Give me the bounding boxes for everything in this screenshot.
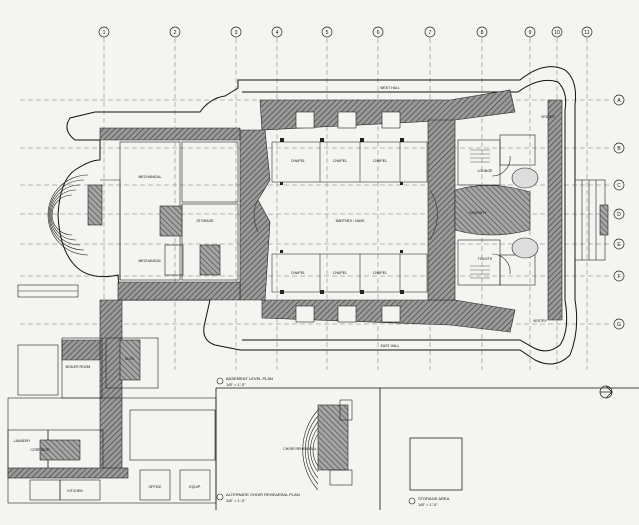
alternate-choir-plan	[302, 399, 353, 491]
grid-label-f: F	[617, 274, 620, 280]
label-nave: NARTHEX / NAVE	[336, 219, 366, 223]
label-office: OFFICE	[149, 485, 162, 489]
grid-label-8: 8	[481, 30, 484, 36]
storage-area-detail	[409, 437, 463, 491]
label-mechanical: MECHANICAL	[139, 175, 162, 179]
label-kitchen: KITCHEN	[67, 489, 83, 493]
label-lounge: LOUNGE	[478, 169, 493, 173]
label-chapel-2: CHAPEL	[333, 159, 347, 163]
grid-bubbles-top	[98, 26, 593, 38]
label-boiler: BOILER ROOM	[66, 365, 91, 369]
label-laundry: LAUNDRY	[14, 439, 31, 443]
north-arrow-icon	[599, 385, 613, 399]
grid-label-3: 3	[235, 30, 238, 36]
title-scale-2: 1/8" = 1'-0"	[226, 498, 246, 503]
title-bubble-2	[216, 493, 224, 501]
grid-label-2: 2	[174, 30, 177, 36]
nave-bays	[253, 141, 438, 293]
title-basement-plan: BASEMENT LEVEL PLAN	[226, 376, 273, 381]
label-east-hall: EAST HALL	[381, 344, 400, 348]
grid-label-d: D	[617, 212, 621, 218]
east-portico	[574, 179, 609, 261]
title-scale-3: 1/8" = 1'-0"	[418, 502, 438, 507]
west-apse	[47, 174, 103, 256]
label-vestry-2: VESTRY	[533, 319, 548, 323]
label-corridor: CORRIDOR	[30, 448, 50, 452]
grid-label-e: E	[617, 242, 621, 248]
label-choir: CHOIR REHEARSAL	[283, 447, 317, 451]
grid-label-c: C	[617, 183, 621, 189]
grid-label-5: 5	[326, 30, 329, 36]
label-west-hall: WEST HALL	[380, 86, 400, 90]
title-bubble-1	[216, 377, 224, 385]
title-storage-area: STORAGE AREA	[418, 496, 450, 501]
west-annex	[17, 284, 159, 399]
title-alt-plan: ALTERNATE CHOIR REHEARSAL PLAN	[226, 492, 300, 497]
label-toilets: TOILETS	[478, 257, 493, 261]
label-equip: EQUIP.	[189, 485, 201, 489]
grid-label-4: 4	[276, 30, 279, 36]
label-chapel-6: CHAPEL	[373, 271, 387, 275]
building-outline	[57, 66, 578, 365]
label-sacristy: SACRISTY	[469, 211, 487, 215]
grid-label-11: 11	[584, 30, 589, 36]
title-bubble-3	[408, 497, 416, 505]
title-scale-1: 1/8" = 1'-0"	[226, 382, 246, 387]
label-chapel-5: CHAPEL	[333, 271, 347, 275]
grid-label-g: G	[617, 322, 621, 328]
label-storage: STORAGE	[196, 219, 214, 223]
chapel-niches	[295, 111, 401, 323]
grid-bubbles-right	[613, 94, 625, 330]
grid-label-b: B	[617, 146, 621, 152]
label-chapel-4: CHAPEL	[291, 271, 305, 275]
grid-label-6: 6	[377, 30, 380, 36]
grid-label-10: 10	[554, 30, 560, 36]
grid-label-9: 9	[529, 30, 532, 36]
label-chapel-3: CHAPEL	[373, 159, 387, 163]
west-wing-rooms	[100, 141, 239, 281]
label-chapel-1: CHAPEL	[291, 159, 305, 163]
grid-label-a: A	[617, 98, 621, 104]
east-rooms	[457, 134, 539, 286]
label-vestry: VESTRY	[541, 115, 556, 119]
panel-dividers	[215, 387, 639, 510]
label-mechanical-2: MECHANICAL	[139, 259, 162, 263]
label-elevator: ELEV.	[125, 357, 135, 361]
grid-label-7: 7	[429, 30, 432, 36]
grid-label-1: 1	[103, 30, 106, 36]
